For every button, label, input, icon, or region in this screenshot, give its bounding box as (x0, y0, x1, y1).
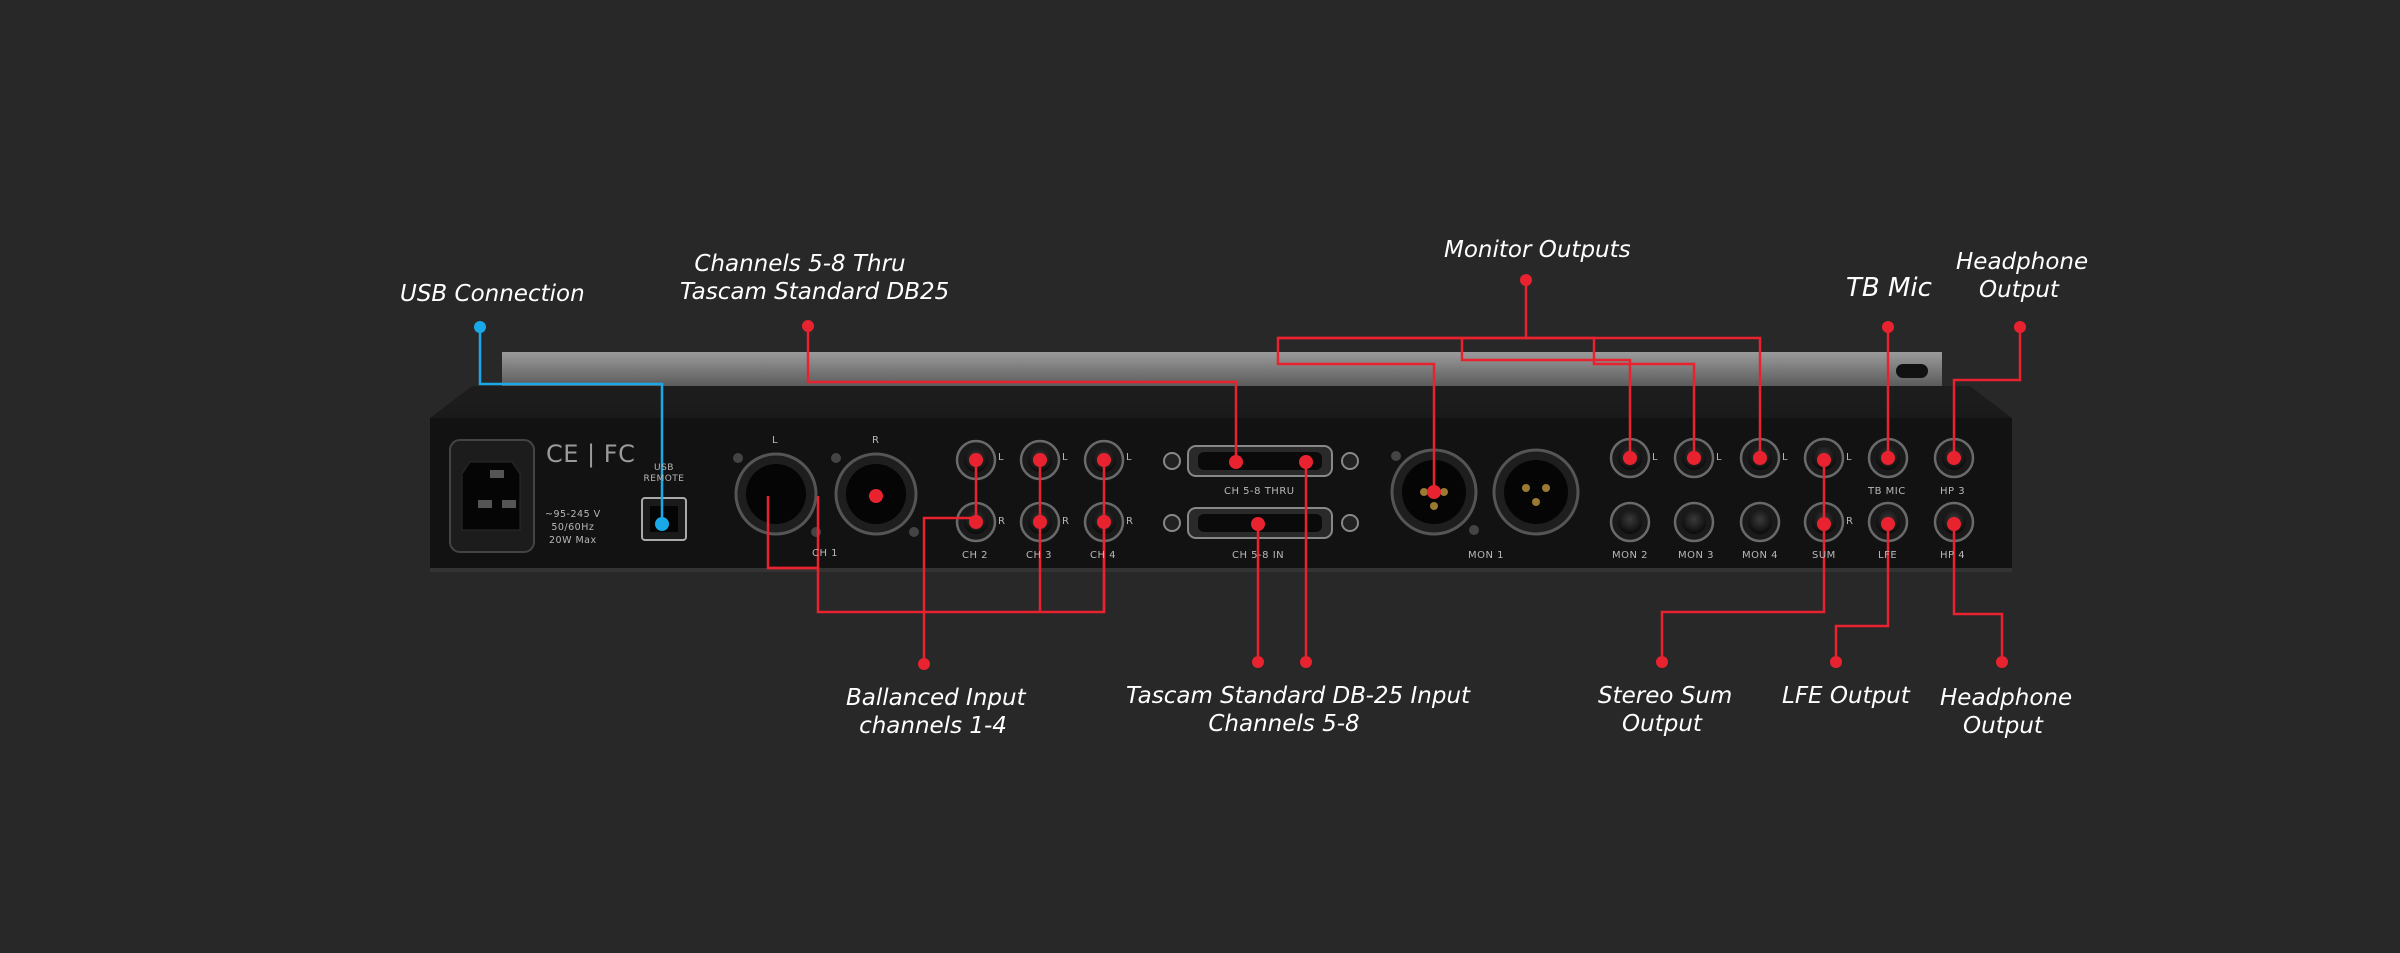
callout-monitor-outputs-line1: Monitor Outputs (1444, 237, 1631, 263)
power-spec-line3: 20W Max (548, 535, 597, 546)
callout-headphone-top: Headphone Output (1956, 248, 2089, 304)
mon2-label: MON 2 (1612, 550, 1649, 561)
callout-channels-thru-line2: Tascam Standard DB25 (680, 279, 950, 305)
jack-side-l-1: L (1062, 452, 1069, 463)
db25-in-label: CH 5-8 IN (1232, 550, 1285, 561)
db25-thru-label: CH 5-8 THRU (1224, 486, 1295, 497)
sum-label: SUM (1812, 550, 1836, 561)
power-spec-line1: ~95-245 V (545, 509, 601, 520)
callout-db25-input: Tascam Standard DB-25 Input Channels 5-8 (1126, 682, 1471, 738)
certification-marks: CE | FC (546, 440, 636, 468)
db25-thru (1163, 445, 1359, 477)
jack-side-l-3: L (1652, 452, 1659, 463)
jack-side-l-5: L (1782, 452, 1789, 463)
callout-headphone-top-line2: Output (1979, 277, 2059, 303)
xlr-input-l (734, 452, 818, 536)
callout-headphone-bottom-line2: Output (1963, 713, 2043, 739)
trs-jack-mon2-bottom (1609, 501, 1651, 543)
callout-stereo-sum: Stereo Sum Output (1598, 682, 1733, 738)
usb-callout-line (478, 327, 664, 522)
xlr-mon1-r (1492, 448, 1580, 536)
callout-headphone-bottom: Headphone Output (1940, 684, 2073, 740)
callout-stereo-sum-line2: Output (1622, 711, 1702, 737)
callout-db25-input-line1: Tascam Standard DB-25 Input (1126, 683, 1471, 709)
callout-tb-mic-line1: TB Mic (1846, 273, 1932, 303)
usb-dot-port (655, 517, 669, 531)
jack-side-r-2: R (1126, 516, 1134, 527)
jack-side-l-6: L (1846, 452, 1853, 463)
jack-side-r-3: R (1846, 516, 1854, 527)
callout-headphone-bottom-line1: Headphone (1940, 685, 2073, 711)
chassis-face-main (430, 418, 2012, 572)
trs-jack-mon3-bottom (1673, 501, 1715, 543)
callout-channels-thru-line1: Channels 5-8 Thru (694, 251, 906, 277)
power-spec: ~95-245 V 50/60Hz 20W Max (545, 508, 601, 547)
callout-db25-input-line2: Channels 5-8 (1208, 711, 1360, 737)
mon4-label: MON 4 (1742, 550, 1779, 561)
callout-tb-mic: TB Mic (1846, 274, 1932, 302)
xlr-l-label: L (772, 435, 779, 446)
usb-remote-line2: REMOTE (643, 474, 685, 484)
callout-usb-connection: USB Connection (400, 280, 585, 308)
ch3-label: CH 3 (1026, 550, 1053, 561)
usb-dot-top (474, 321, 486, 333)
jack-side-l-2: L (1126, 452, 1133, 463)
ch1-label: CH 1 (812, 548, 839, 559)
mon1-label: MON 1 (1468, 550, 1505, 561)
ch4-label: CH 4 (1090, 550, 1117, 561)
callout-lines (766, 284, 2022, 664)
tb-mic-label: TB MIC (1868, 486, 1906, 497)
callout-stereo-sum-line1: Stereo Sum (1598, 683, 1733, 709)
jack-side-l-4: L (1716, 452, 1723, 463)
jack-side-l-0: L (998, 452, 1005, 463)
ch2-label: CH 2 (962, 550, 989, 561)
usb-remote-line1: USB (654, 463, 674, 473)
rack-slot (1896, 364, 1928, 378)
callout-balanced-input-line2: channels 1-4 (859, 713, 1007, 739)
hp3-label: HP 3 (1940, 486, 1966, 497)
callout-dots (802, 274, 2026, 670)
trs-jack-mon4-bottom (1739, 501, 1781, 543)
lfe-label: LFE (1878, 550, 1898, 561)
callout-headphone-top-line1: Headphone (1956, 249, 2089, 275)
usb-remote-label: USB REMOTE (636, 463, 692, 485)
power-inlet (449, 439, 535, 553)
callout-lfe-output-line1: LFE Output (1782, 683, 1910, 709)
hp4-label: HP 4 (1940, 550, 1966, 561)
xlr-r-label: R (872, 435, 880, 446)
callout-monitor-outputs: Monitor Outputs (1444, 236, 1631, 264)
callout-lfe-output: LFE Output (1782, 682, 1910, 710)
jack-side-r-1: R (1062, 516, 1070, 527)
mon3-label: MON 3 (1678, 550, 1715, 561)
power-spec-line2: 50/60Hz (551, 522, 595, 533)
callout-balanced-input-line1: Ballanced Input (846, 685, 1026, 711)
callout-balanced-input: Ballanced Input channels 1-4 (846, 684, 1026, 740)
jack-side-r-0: R (998, 516, 1006, 527)
callout-channels-thru: Channels 5-8 Thru Tascam Standard DB25 (680, 250, 950, 306)
callout-usb-connection-line1: USB Connection (400, 281, 585, 307)
